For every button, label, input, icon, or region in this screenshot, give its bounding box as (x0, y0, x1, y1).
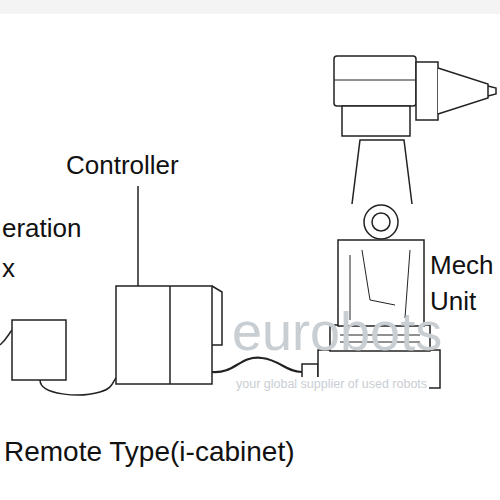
part-label: Controller (66, 150, 179, 181)
part-label: eration x (2, 208, 94, 288)
watermark: your global supplier of used robots (234, 377, 429, 391)
caption: Remote Type(i-cabinet) (4, 436, 295, 468)
watermark: eurobots (232, 300, 442, 362)
